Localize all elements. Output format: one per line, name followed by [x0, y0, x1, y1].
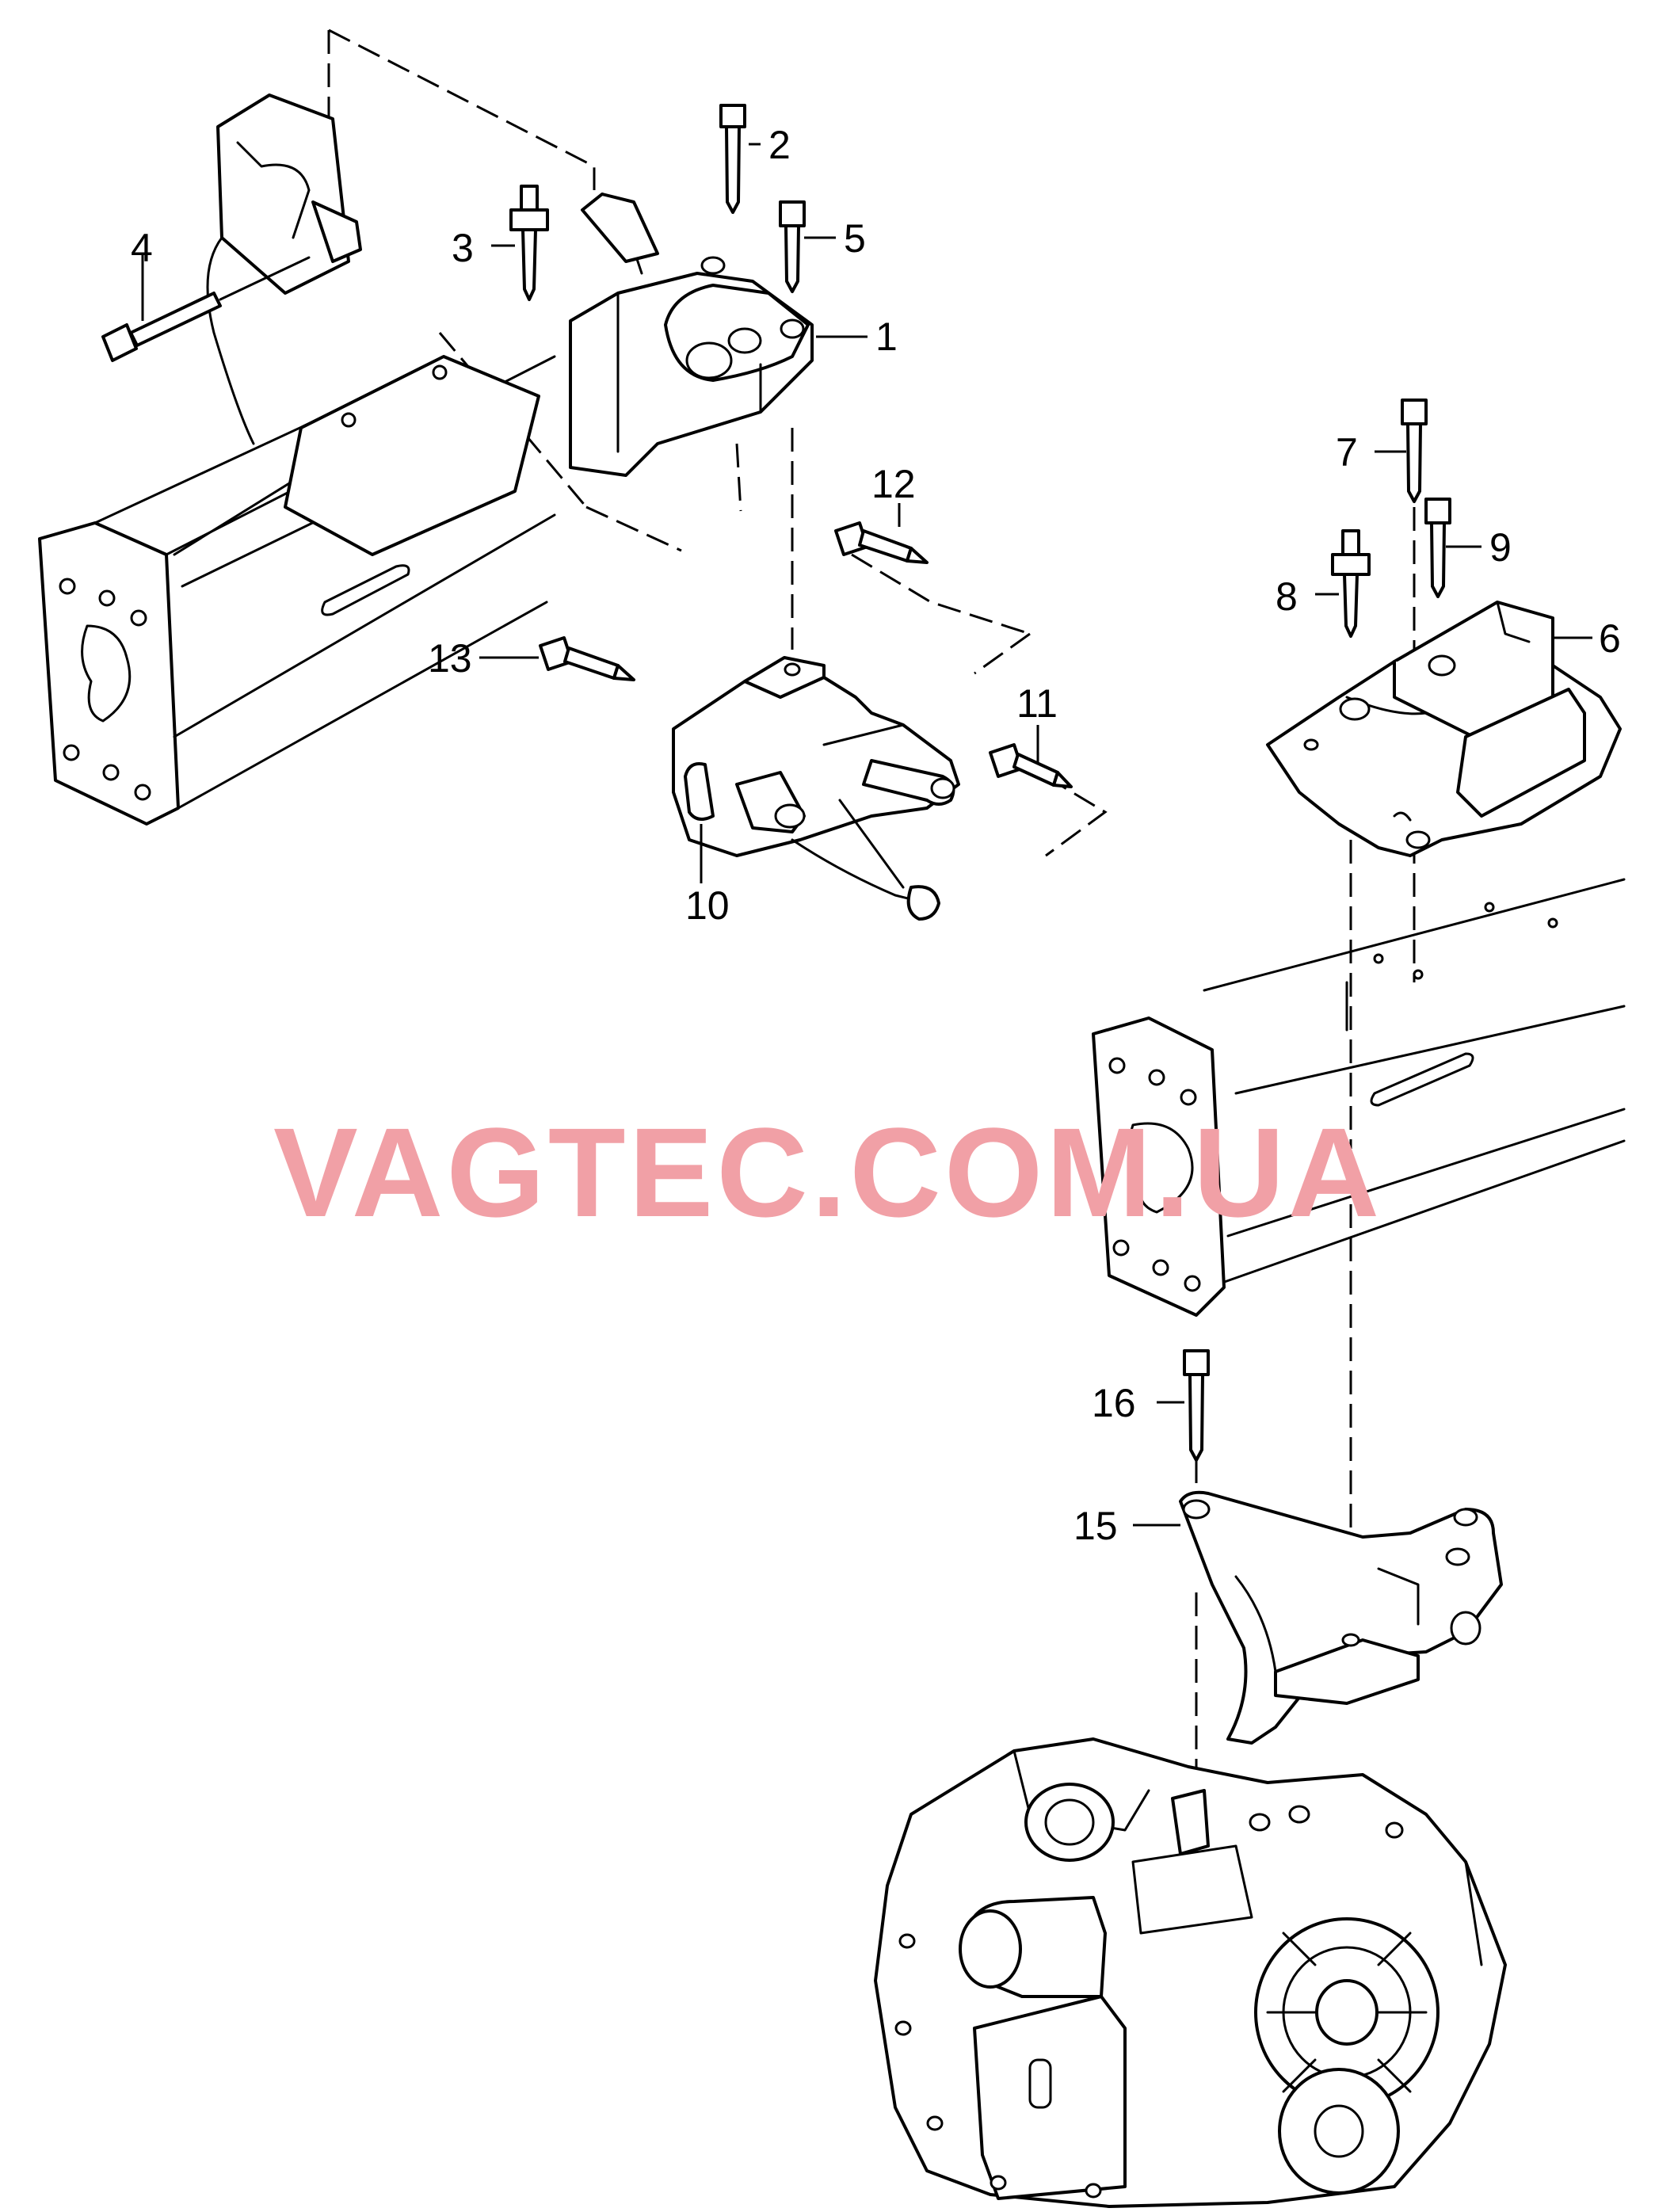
gearbox-housing	[874, 1737, 1507, 2208]
callout-16: 16	[1092, 1381, 1136, 1425]
engine-mount-part-1	[569, 193, 814, 477]
watermark-text: VAGTEC.COM.UA	[273, 1101, 1382, 1243]
bolt-11	[989, 743, 1073, 788]
callout-labels: 1 2 3 4 5 6 7 8 9 10 11 12 13 15 16	[131, 123, 1621, 1548]
callout-6: 6	[1599, 616, 1621, 661]
bolt-16	[1183, 1349, 1210, 1462]
callout-10: 10	[685, 883, 730, 928]
callout-2: 2	[768, 123, 791, 167]
callout-13: 13	[428, 636, 472, 681]
bolt-3	[509, 185, 549, 301]
callout-3: 3	[452, 226, 474, 270]
callout-5: 5	[844, 216, 866, 261]
left-body-bracket	[206, 93, 362, 445]
bolt-2	[719, 104, 746, 214]
callout-1: 1	[875, 315, 898, 359]
assembly-guide-lines	[327, 29, 1416, 1806]
left-subframe-rail	[38, 355, 556, 826]
support-bracket-part-15	[1179, 1490, 1503, 1745]
callout-7: 7	[1336, 430, 1358, 475]
bolt-5	[779, 200, 806, 293]
callout-8: 8	[1276, 574, 1298, 619]
callout-4: 4	[131, 226, 153, 270]
bolt-7	[1401, 399, 1428, 503]
bolt-13	[539, 636, 635, 681]
bolt-9	[1424, 498, 1451, 598]
callout-leaders	[141, 143, 1592, 1527]
bolt-4	[101, 256, 311, 362]
bolt-8	[1331, 529, 1371, 638]
gearbox-mount-part-6	[1266, 601, 1622, 857]
callout-12: 12	[871, 462, 916, 506]
callout-11: 11	[1016, 681, 1058, 726]
bolts	[101, 104, 1451, 1462]
bolt-12	[834, 521, 929, 564]
right-subframe-rail	[1092, 878, 1626, 1317]
callout-15: 15	[1073, 1504, 1118, 1548]
callout-9: 9	[1489, 525, 1512, 570]
bracket-part-10	[672, 656, 960, 921]
